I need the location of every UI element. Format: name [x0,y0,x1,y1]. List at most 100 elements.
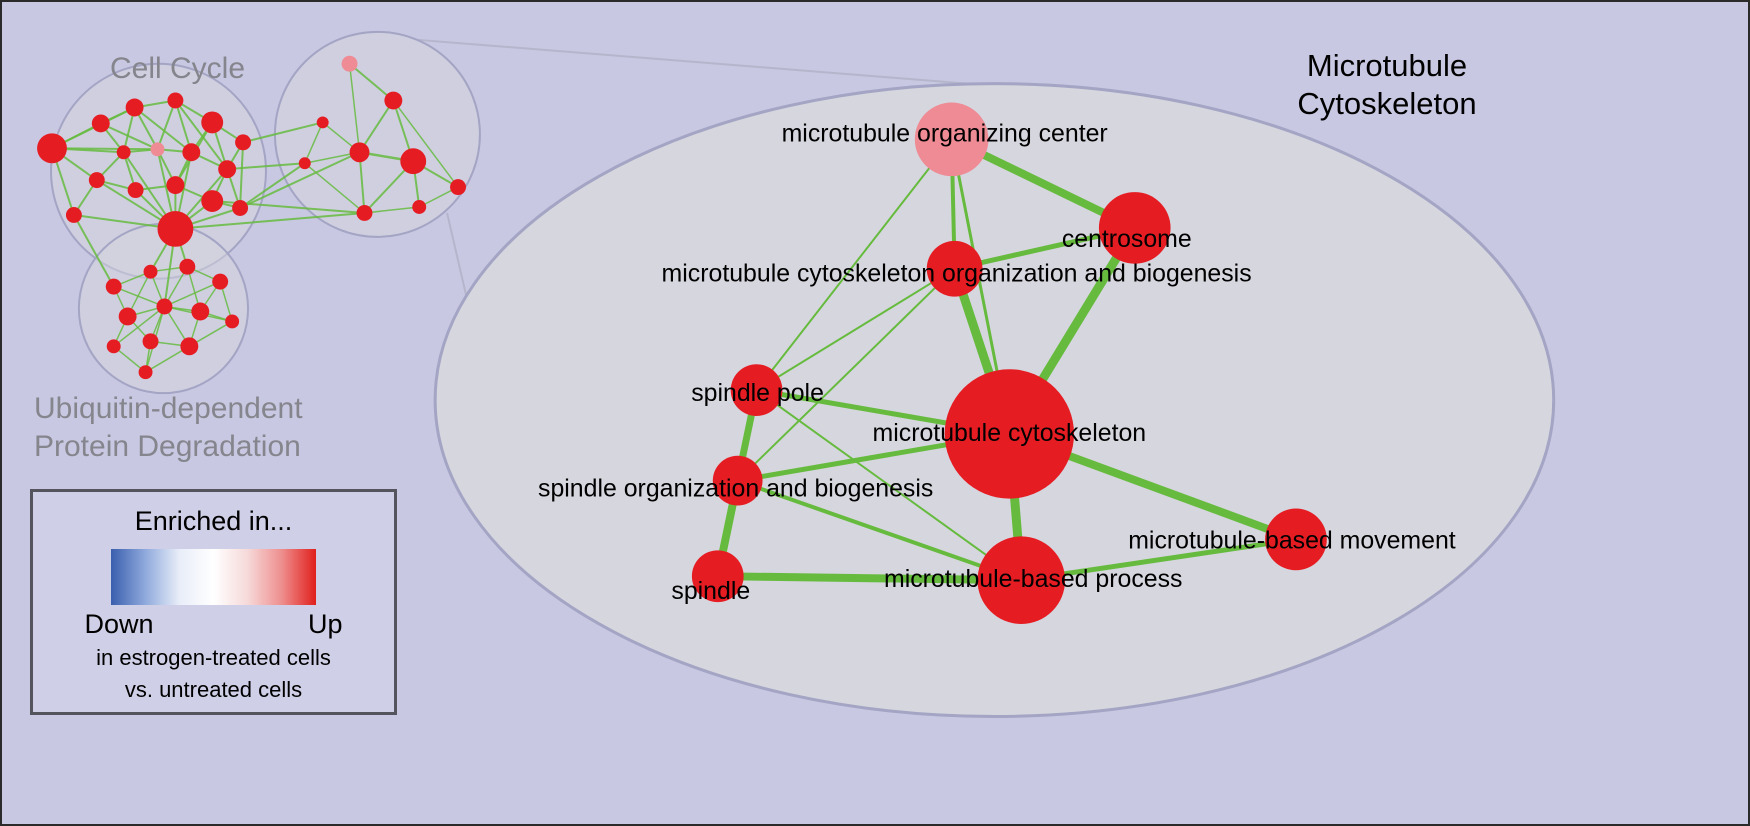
overview-node-ub1 [105,278,122,295]
overview-node-ub8 [225,314,240,329]
legend-endpoint-labels: Down Up [85,609,343,640]
overview-edge [51,147,158,151]
node-label-spindle: spindle [671,577,750,605]
overview-node-cc4 [167,92,184,109]
cell-cycle-cluster-label: Cell Cycle [110,52,246,85]
edge-mco-sorg [736,267,956,482]
node-sorg [712,455,763,506]
zoom-title-line2: Cytoskeleton [1297,85,1477,121]
node-label-mco: microtubule cytoskeleton organization an… [662,260,1252,288]
zoom-cluster-title: Microtubule Cytoskeleton [1247,47,1527,123]
node-label-mbm: microtubule-based movement [1128,526,1456,554]
node-label-mtc: microtubule cytoskeleton [873,419,1147,447]
overview-edge [239,162,306,209]
node-label-spole: spindle pole [691,379,824,407]
overview-edge [73,214,115,288]
overview-node-cc11 [88,172,105,189]
overview-node-ub7 [191,302,210,321]
overview-node-cc13 [166,176,185,195]
overview-node-cc3 [125,98,144,117]
overview-edge [242,121,323,144]
node-centrosome [1098,192,1171,264]
overview-node-mt6 [298,157,311,170]
overview-node-cc7 [116,145,131,160]
edge-spole-mbp [755,389,1023,582]
overview-node-mt1 [341,55,358,72]
overview-node-cc12 [127,182,144,199]
overview-edge [227,162,305,171]
overview-edge [392,100,459,188]
microtubule-circle [273,30,481,238]
node-spole [730,364,783,416]
node-spindle [691,550,744,603]
edge-mbp-mbm [1018,536,1299,583]
overview-edge [304,122,324,164]
overview-edge [348,62,394,102]
node-mco [926,240,983,297]
legend-subtitle-line2: vs. untreated cells [124,676,303,702]
overview-node-ub5 [118,307,137,326]
zoom-title-line1: Microtubule [1306,48,1468,83]
overview-node-cc10 [218,160,237,179]
node-label-mbp: microtubule-based process [884,565,1182,593]
overview-edge [100,122,158,151]
overview-edge [348,63,361,153]
overview-node-ub9 [106,339,121,354]
overview-node-mt5 [400,148,427,175]
overview-node-ub11 [180,337,199,356]
overview-node-cc6 [235,134,252,151]
overview-node-mt2 [384,91,403,110]
overview-node-mt3 [316,116,329,129]
overview-node-ub10 [142,333,159,350]
overview-node-cc17 [232,200,249,216]
node-mbp [977,536,1066,624]
overview-edge [364,206,420,214]
overview-node-mt8 [356,205,373,221]
overview-node-cc5 [201,111,224,134]
overview-node-cc1 [37,133,67,164]
overview-edge [174,99,228,170]
ubiquitin-label-line1: Ubiquitin-dependent [34,392,303,425]
node-mbm [1265,508,1327,571]
edge-sorg-mbp [735,478,1024,583]
legend-down-label: Down [84,609,154,639]
legend-subtitle-line1: in estrogen-treated cells [96,645,331,670]
overview-edge [113,305,165,347]
legend-title: Enriched in... [134,506,293,536]
magnifier-line [417,38,980,86]
ubiquitin-label-line2: Protein Degradation [34,429,301,463]
overview-node-ub4 [212,273,229,290]
overview-edge [133,106,192,154]
node-label-moc: microtubule organizing center [782,119,1108,147]
overview-node-mt7 [450,179,466,196]
overview-node-cc14 [201,190,224,212]
edge-mco-spole [755,267,956,392]
overview-edge [174,100,193,153]
overview-node-cc2 [91,114,110,133]
node-label-centrosome: centrosome [1062,225,1192,253]
overview-edge [358,152,366,214]
overview-edge [239,151,360,209]
edge-spindle-mbp [713,572,1026,585]
node-mtc [944,369,1075,499]
overview-node-ub3 [179,258,196,275]
overview-edge [358,99,395,153]
overview-edge [304,162,365,214]
overview-edge [156,100,177,150]
edge-moc-spole [755,138,953,392]
ubiquitin-cluster-label: Ubiquitin-dependent Protein Degradation [34,390,303,465]
overview-edge [239,142,245,209]
overview-edge [175,211,365,230]
overview-node-cc9 [182,143,201,162]
node-label-sorg: spindle organization and biogenesis [538,475,933,503]
overview-node-cc8 [150,142,165,157]
legend: Enriched in... Down Up in estrogen-treat… [30,489,397,715]
overview-node-mt4 [349,142,370,163]
overview-node-mt9 [412,200,427,214]
overview-node-ub6 [156,298,173,315]
overview-node-cc15 [65,207,82,223]
overview-node-ub2 [143,264,158,279]
overview-edge [164,280,221,308]
